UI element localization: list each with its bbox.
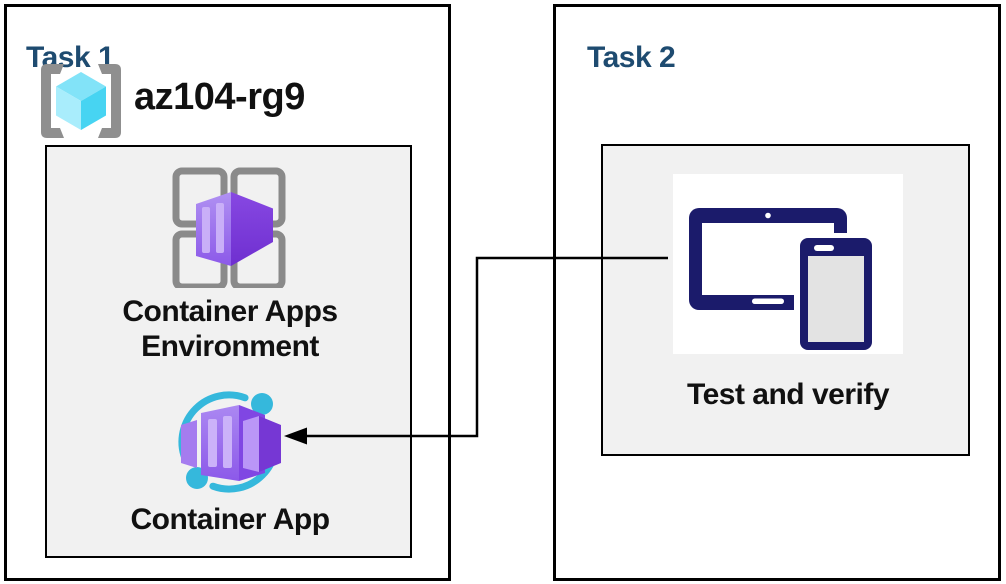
container-apps-environment-label: Container Apps Environment [122, 295, 338, 363]
task1-box: Task 1 az104-rg9 [4, 4, 451, 581]
container-app-icon [167, 379, 291, 505]
devices-card [673, 174, 903, 354]
resource-group-name: az104-rg9 [134, 76, 305, 118]
container-app-label: Container App [130, 503, 330, 536]
task1-inner-panel: Container Apps Environment [45, 145, 412, 558]
resource-group-icon [31, 58, 131, 144]
test-and-verify-label: Test and verify [686, 378, 890, 411]
tablet-phone-devices-icon [673, 174, 903, 354]
task2-title: Task 2 [587, 40, 676, 74]
container-apps-environment-icon [169, 162, 289, 288]
task2-box: Task 2 [553, 4, 1001, 581]
task2-inner-panel: Test and verify [601, 144, 970, 456]
